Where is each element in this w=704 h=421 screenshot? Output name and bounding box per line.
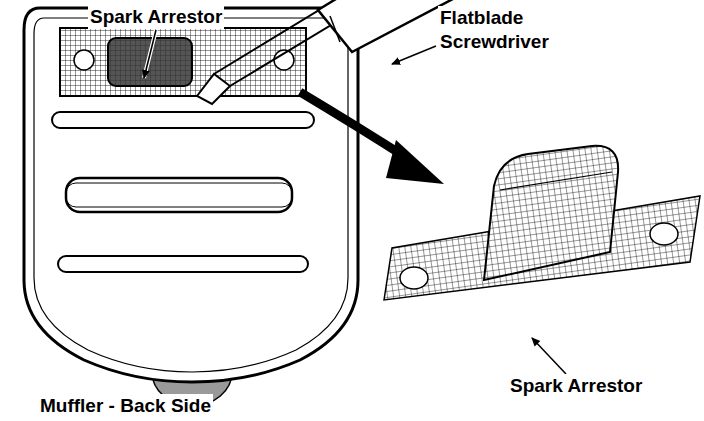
part-label: Spark Arrestor [508,374,644,398]
screwdriver-collar [330,16,340,42]
leader-line [532,338,566,374]
leader-line [144,30,156,78]
part-label: Spark Arrestor [88,5,224,29]
arrestor-dome-mesh-large [484,146,618,280]
screw-hole-large [650,223,678,245]
screw-hole-large [400,267,428,289]
screwdriver-tip [197,74,230,104]
slot [52,112,314,128]
leader-line [392,46,436,64]
arrestor-dome-large [484,146,618,280]
slot-inner [66,183,292,207]
view-label: Muffler - Back Side [38,394,213,418]
slot [66,178,292,212]
tool-label: Flatblade Screwdriver [438,6,572,54]
muffler-body [24,8,358,382]
curved-arrow-head [386,140,444,184]
screw-hole [74,50,94,70]
muffler-rim [34,18,348,372]
slot [58,256,308,272]
leader-halo [144,30,156,78]
dome-edge [500,172,612,190]
